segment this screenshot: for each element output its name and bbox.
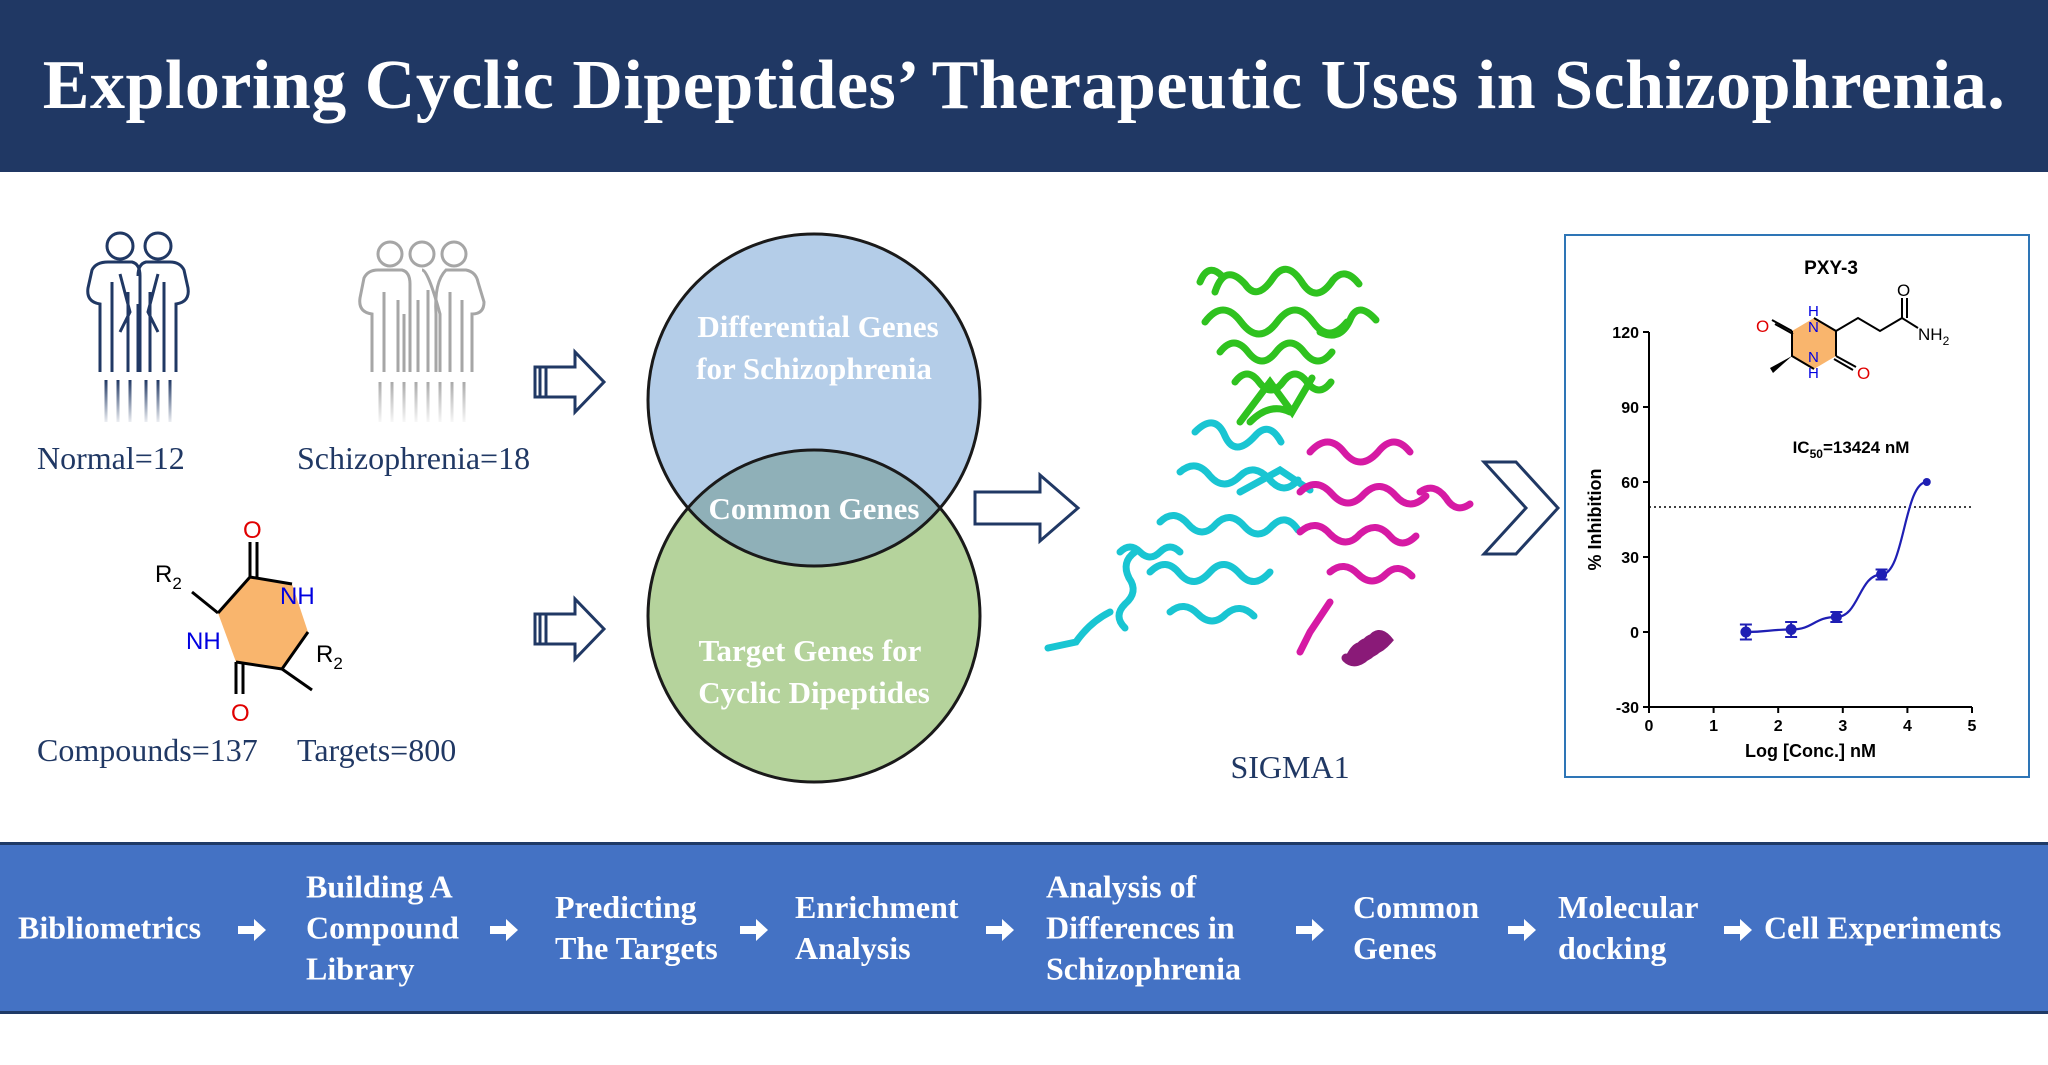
workflow-arrow-icon (1724, 919, 1752, 941)
workflow-arrow-icon (1508, 919, 1536, 941)
ic50-label: IC50=13424 nM (1793, 438, 1910, 461)
inhibition-chart-panel: PXY-3 H N N H O O O NH2 IC50=13424 nM -3… (1564, 234, 2030, 778)
protein-green-domain (1196, 265, 1380, 426)
y-tick-label: 60 (1621, 475, 1639, 492)
x-tick-label: 1 (1709, 718, 1718, 735)
venn-bottom-label-line1: Target Genes for (699, 633, 922, 668)
x-tick-label: 4 (1903, 718, 1912, 735)
data-point (1785, 624, 1797, 635)
data-point (1876, 569, 1888, 580)
data-point (1922, 478, 1931, 486)
protein-helix-purple (1341, 630, 1394, 667)
r-right-label: R2 (316, 641, 343, 673)
nh-left-label: NH (186, 628, 221, 655)
y-tick-label: 0 (1630, 625, 1639, 642)
protein-label: SIGMA1 (1230, 749, 1349, 785)
protein-cyan-domain (1044, 419, 1314, 652)
venn-bottom-label-line2: Cyclic Dipeptides (698, 675, 930, 710)
workflow-arrow-icon (1296, 919, 1324, 941)
oxygen-top-label: O (243, 517, 262, 544)
venn-overlap-region (648, 450, 980, 566)
arrow-to-protein (973, 471, 1081, 545)
venn-top-label-line1: Differential Genes (697, 309, 938, 344)
pxy3-nh2: NH2 (1918, 325, 1950, 348)
inhibition-chart: PXY-3 H N N H O O O NH2 IC50=13424 nM -3… (1585, 258, 1977, 761)
x-axis-label: Log [Conc.] nM (1745, 741, 1876, 761)
y-tick-label: 90 (1621, 400, 1639, 417)
arrow-to-venn-top (533, 348, 607, 416)
cyclic-dipeptide-structure: O O NH NH R2 R2 (155, 517, 343, 727)
schizophrenia-count-label: Schizophrenia=18 (297, 440, 531, 476)
x-tick-label: 5 (1968, 718, 1977, 735)
pxy3-n-bottom: N (1808, 349, 1819, 366)
arrow-to-venn-bottom (533, 595, 607, 663)
y-tick-label: 30 (1621, 550, 1639, 567)
header-banner: Exploring Cyclic Dipeptides’ Therapeutic… (0, 0, 2048, 172)
workflow-arrow-icon (238, 919, 266, 941)
workflow-step-bibliometrics: Bibliometrics (18, 909, 202, 946)
pxy3-o-right: O (1857, 364, 1870, 383)
workflow-arrow-icon (986, 919, 1014, 941)
pxy3-structure: H N N H O O O NH2 (1756, 281, 1950, 383)
venn-diagram: Differential Genes for Schizophrenia Com… (646, 232, 982, 784)
diagram-canvas: O O NH NH R2 R2 Differential Genes for S… (86, 231, 1561, 785)
pxy3-n-top-h: H (1808, 303, 1819, 320)
targets-count-label: Targets=800 (297, 732, 457, 768)
x-tick-label: 0 (1645, 718, 1654, 735)
pxy3-n-bottom-h: H (1808, 365, 1819, 382)
data-point (1830, 611, 1842, 623)
pxy3-n-top: N (1808, 319, 1819, 336)
pxy3-o-left: O (1756, 317, 1769, 336)
protein-magenta-domain (1296, 438, 1474, 656)
oxygen-bottom-label: O (231, 700, 250, 727)
y-axis-label: % Inhibition (1585, 469, 1605, 571)
pxy3-o-amide: O (1897, 281, 1910, 300)
y-tick-label: 120 (1612, 325, 1639, 342)
sigma1-protein-structure (1044, 265, 1474, 667)
r-left-label: R2 (155, 561, 182, 593)
y-tick-label: -30 (1616, 700, 1639, 717)
workflow-step-cell-experiments: Cell Experiments (1764, 909, 2002, 946)
workflow-arrow-icon (740, 919, 768, 941)
x-tick-label: 2 (1774, 718, 1783, 735)
normal-count-label: Normal=12 (37, 440, 185, 476)
nh-right-label: NH (280, 583, 315, 610)
workflow-arrow-icon (490, 919, 518, 941)
compounds-count-label: Compounds=137 (37, 732, 258, 768)
page-title: Exploring Cyclic Dipeptides’ Therapeutic… (42, 47, 2006, 124)
fitted-curve (1745, 480, 1928, 634)
data-point (1740, 626, 1752, 638)
x-tick-label: 3 (1838, 718, 1847, 735)
venn-common-label: Common Genes (709, 491, 920, 526)
chevron-arrow-icon (1480, 460, 1561, 556)
venn-top-label-line2: for Schizophrenia (696, 351, 932, 386)
compound-name: PXY-3 (1804, 258, 1858, 279)
